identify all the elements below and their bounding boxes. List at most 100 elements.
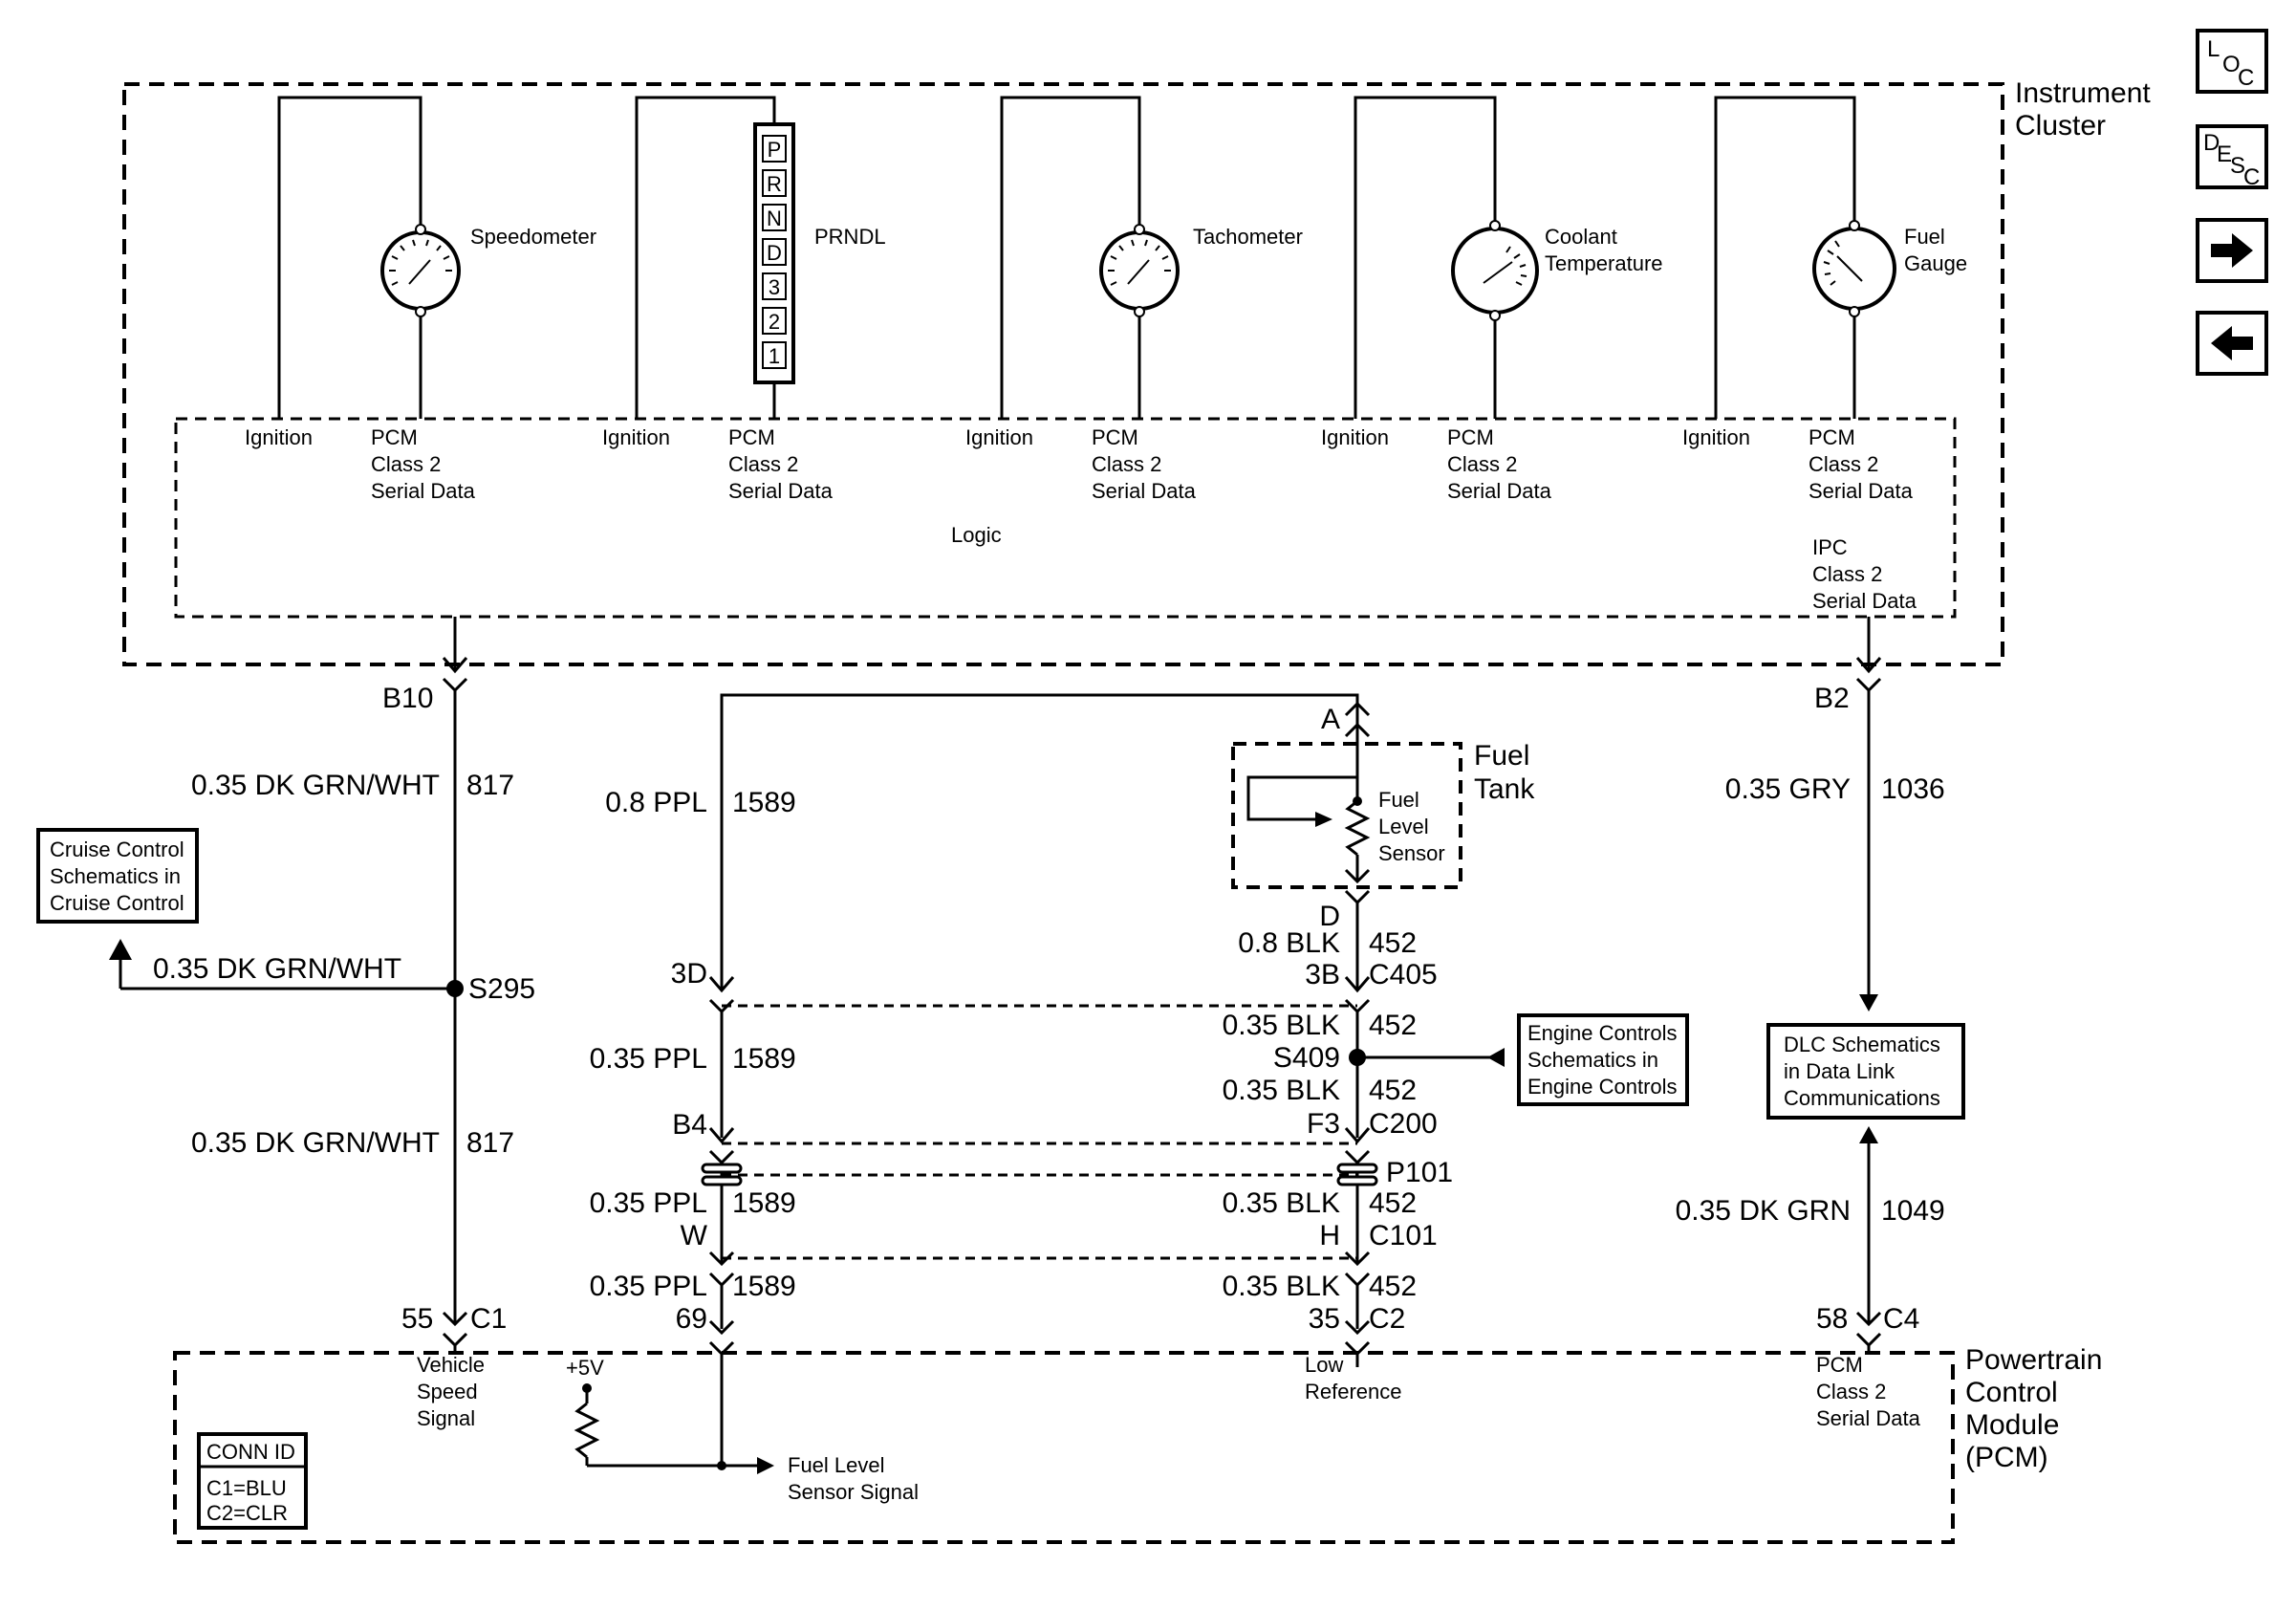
- pin-3b: 3B: [1305, 959, 1340, 990]
- arrow-right-icon: [757, 1457, 774, 1474]
- wire-1589-top-color: 0.8 PPL: [605, 787, 707, 818]
- circuit-1589-c101: 1589: [732, 1187, 796, 1219]
- prndl-n: N: [767, 207, 782, 230]
- pin-55: 55: [401, 1303, 433, 1335]
- wire-1589-c2-color: 0.35 PPL: [590, 1271, 707, 1302]
- splice-s409: [1349, 1049, 1366, 1066]
- ignition-label: Ignition: [1321, 425, 1389, 449]
- conn-id-line: C2=CLR: [206, 1501, 288, 1525]
- connector-c405: C405: [1369, 959, 1438, 990]
- pin-b4: B4: [672, 1109, 707, 1141]
- circuit-817-upper: 817: [466, 770, 514, 801]
- pin-69: 69: [676, 1303, 707, 1335]
- wire-1589-c101-color: 0.35 PPL: [590, 1187, 707, 1219]
- tachometer-gauge: [1099, 224, 1180, 317]
- circuit-452-5: 452: [1369, 1271, 1417, 1302]
- desc-button[interactable]: D E S C: [2196, 124, 2268, 190]
- splice-s295-label: S295: [468, 973, 535, 1005]
- splice-s409-label: S409: [1273, 1042, 1340, 1074]
- wire-817-upper-color: 0.35 DK GRN/WHT: [191, 770, 440, 801]
- arrow-down-icon: [1859, 994, 1878, 1012]
- prndl-p: P: [768, 138, 782, 162]
- circuit-452-2: 452: [1369, 1010, 1417, 1041]
- arrow-right-icon: [1315, 812, 1332, 827]
- loc-button[interactable]: L O C: [2196, 29, 2268, 94]
- wire-1049-color: 0.35 DK GRN: [1676, 1195, 1851, 1227]
- arrow-up-icon: [109, 939, 132, 960]
- pin-b10: B10: [382, 683, 433, 714]
- pin-3d: 3D: [671, 958, 707, 990]
- circuit-1049: 1049: [1881, 1195, 1945, 1227]
- wire-1036-color: 0.35 GRY: [1725, 773, 1851, 805]
- prndl-2: 2: [769, 310, 780, 334]
- pin-58: 58: [1816, 1303, 1848, 1335]
- prndl-1: 1: [769, 344, 780, 368]
- connector-c2: C2: [1369, 1303, 1405, 1335]
- conn-id-title: CONN ID: [206, 1440, 295, 1464]
- prndl-label: PRNDL: [814, 225, 886, 249]
- pull-up-resistor: [574, 1388, 722, 1468]
- ignition-label: Ignition: [602, 425, 670, 449]
- wire-452-5-color: 0.35 BLK: [1223, 1271, 1340, 1302]
- circuit-1589: [708, 693, 1359, 1468]
- circuit-1589-top: 1589: [732, 787, 796, 818]
- pin-f3: F3: [1307, 1108, 1340, 1140]
- wire-452-4-color: 0.35 BLK: [1223, 1187, 1340, 1219]
- next-button[interactable]: [2196, 218, 2268, 283]
- pin-b2: B2: [1814, 683, 1850, 714]
- prndl-3: 3: [769, 275, 780, 299]
- coolant-temperature-gauge: [1451, 220, 1539, 321]
- circuit-1036: [1855, 617, 1882, 994]
- circuit-1049: [1855, 1143, 1882, 1353]
- splice-s295: [446, 980, 464, 997]
- ignition-label: Ignition: [965, 425, 1033, 449]
- conn-id-box: CONN ID C1=BLU C2=CLR: [197, 1432, 308, 1530]
- circuit-452: [1344, 976, 1491, 1367]
- circuit-452-1: 452: [1369, 927, 1417, 959]
- speedometer-label: Speedometer: [470, 225, 596, 249]
- supply-5v-label: +5V: [566, 1356, 604, 1380]
- fuel-gauge: [1812, 220, 1896, 317]
- tachometer-label: Tachometer: [1193, 225, 1303, 249]
- speedometer-gauge: [380, 224, 461, 317]
- pin-w: W: [681, 1220, 708, 1251]
- connector-c200: C200: [1369, 1108, 1438, 1140]
- arrow-left-icon: [1487, 1048, 1505, 1067]
- wire-817-lower-color: 0.35 DK GRN/WHT: [191, 1127, 440, 1159]
- connector-c101: C101: [1369, 1220, 1438, 1251]
- ignition-label: Ignition: [1682, 425, 1750, 449]
- connector-c1: C1: [470, 1303, 507, 1335]
- gauge-wiring: [277, 96, 1856, 419]
- previous-button[interactable]: [2196, 311, 2268, 376]
- pin-35: 35: [1309, 1303, 1340, 1335]
- branch-wire-label: 0.35 DK GRN/WHT: [153, 953, 401, 985]
- logic-block: Logic: [174, 417, 1957, 619]
- prndl-r: R: [767, 172, 782, 196]
- prndl-display: P R N D 3 2 1: [753, 122, 795, 384]
- conn-id-line: C1=BLU: [206, 1476, 287, 1500]
- connector-p101: P101: [1386, 1157, 1453, 1188]
- circuit-1589-c2: 1589: [732, 1271, 796, 1302]
- circuit-452-4: 452: [1369, 1187, 1417, 1219]
- wire-452-1-color: 0.8 BLK: [1238, 927, 1340, 959]
